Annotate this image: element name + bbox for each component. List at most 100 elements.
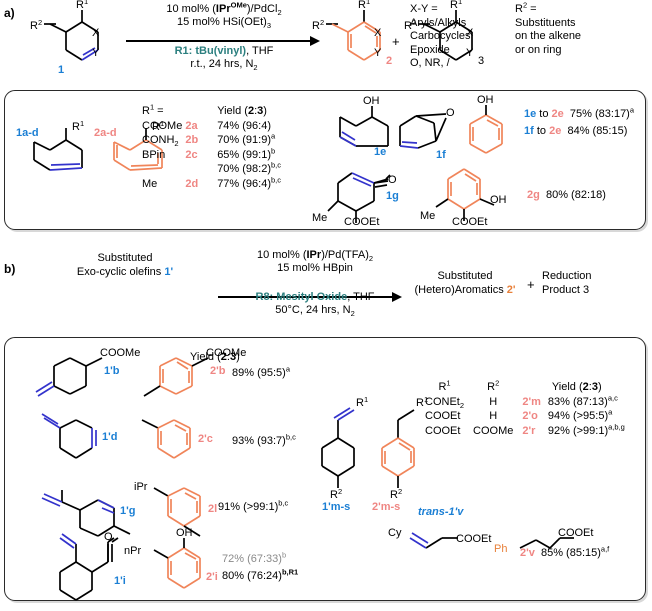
- svg-text:1g: 1g: [386, 190, 399, 202]
- panel-b-structure-2pi: OH nPr 2'i: [124, 527, 252, 609]
- panel-b-yield-row-3b: 80% (76:24)b,R1: [222, 567, 299, 582]
- ms-row-1-id: 2'o: [522, 410, 538, 423]
- ms-row-1-r1: COOEt: [425, 410, 461, 423]
- cond-b-line1: 10 mol% (IPr)/Pd(TFA)2: [256, 249, 374, 264]
- svg-text:2'c: 2'c: [198, 433, 213, 445]
- svg-text:2'i: 2'i: [206, 571, 218, 583]
- scheme-a-arrow: [126, 36, 322, 47]
- svg-text:1: 1: [84, 0, 88, 6]
- svg-text:COOEt: COOEt: [558, 527, 593, 539]
- scheme-a-substrate: R 1 R 2 X Y 1: [30, 0, 140, 83]
- panel-b-structure-1pd: 1'd: [26, 410, 134, 485]
- svg-text:X: X: [92, 27, 100, 39]
- svg-text:1'd: 1'd: [102, 431, 117, 443]
- panel-a-structure-1f: O 1f: [392, 96, 478, 171]
- scheme-a-plus: +: [392, 34, 400, 49]
- ms-row-2-r2: COOMe: [473, 424, 514, 437]
- svg-text:OH: OH: [477, 94, 494, 106]
- panel-b-structure-1pms: R 1 R 2: [292, 388, 402, 501]
- scheme-b-right-line1: Substituted: [437, 270, 493, 282]
- svg-text:COOEt: COOEt: [344, 216, 379, 228]
- legend-xy-item-1: Carbocycles: [410, 30, 471, 43]
- legend-r2-title: R2 =: [515, 0, 537, 15]
- table-row: Me 2d 77% (96:4)b,c: [142, 174, 284, 192]
- svg-text:1'i: 1'i: [114, 575, 126, 587]
- svg-text:O: O: [104, 531, 113, 543]
- svg-text:1e: 1e: [374, 146, 386, 158]
- svg-text:R: R: [72, 121, 80, 133]
- row-4-yield: 77% (96:4)b,c: [217, 174, 282, 190]
- svg-text:2a-d: 2a-d: [94, 127, 117, 139]
- svg-text:2l: 2l: [208, 503, 217, 515]
- svg-text:1: 1: [364, 395, 368, 404]
- svg-text:R: R: [152, 121, 160, 133]
- legend-xy-title: X-Y =: [410, 3, 438, 15]
- row-4-id: 2d: [185, 177, 199, 190]
- panel-a-right-yields: 1e to 2e 75% (83:17)a 1f to 2e 84% (85:1…: [524, 106, 634, 139]
- col-header-yield: Yield (2:3): [217, 105, 267, 117]
- panel-a-structure-2e: OH: [452, 93, 524, 170]
- ms-row-0-r1: CONEt2: [425, 395, 465, 410]
- row-4-r1: Me: [142, 177, 158, 190]
- scheme-a-conditions-top: 10 mol% (IPrOMe)/PdCl2 15 mol% HSi(OEt)3: [124, 0, 324, 29]
- svg-text:Y: Y: [374, 47, 382, 59]
- scheme-b-left-line1: Substituted: [97, 252, 153, 264]
- panel-b-ms-table: R1 R2 Yield (2:3) CONEt2 H 2'm 83% (87:1…: [425, 379, 628, 439]
- svg-text:R: R: [356, 397, 364, 409]
- table-row: CONEt2 H 2'm 83% (87:13)a,c: [425, 394, 628, 410]
- panel-b-yield-row-2: 91% (>99:1)b,c: [218, 498, 289, 513]
- panel-a-table: R1 = Yield (2:3) COOMe 2a 74% (96:4) CON…: [142, 103, 284, 192]
- svg-text:1f: 1f: [436, 149, 446, 161]
- svg-text:2: 2: [398, 487, 402, 496]
- panel-a-2g-yield: 2g 80% (82:18): [527, 189, 606, 201]
- panel-b-yield-row-3a: 72% (67:33)b: [222, 550, 287, 565]
- row-2-id: 2c: [185, 148, 198, 161]
- svg-text:2: 2: [338, 487, 342, 496]
- panel-a-structure-1e: OH 1e: [330, 93, 410, 170]
- scheme-a-conditions-bottom: R1: tBu(vinyl), THF r.t., 24 hrs, N2: [124, 45, 324, 71]
- table-row: COOEt COOMe 2'r 92% (>99:1)a,b,g: [425, 423, 628, 439]
- scheme-a-product2: R 1 R 2 X Y 2: [312, 0, 422, 83]
- ms-col-yield: Yield (2:3): [551, 381, 602, 393]
- panel-b-yield-row-0: 89% (95:5)a: [232, 364, 290, 379]
- svg-text:nPr: nPr: [124, 545, 141, 557]
- svg-text:1: 1: [80, 119, 84, 128]
- scheme-b-left-line2: Exo-cyclic olefins 1': [76, 265, 174, 278]
- svg-text:O: O: [446, 107, 455, 119]
- ms-row-2-id: 2'r: [522, 424, 536, 437]
- legend-r2-item-2: or on ring: [515, 43, 562, 56]
- cond-b-line3: R8: Mesityl Oxide, THF: [255, 291, 375, 303]
- svg-text:iPr: iPr: [134, 481, 148, 493]
- svg-text:3: 3: [478, 55, 484, 67]
- ms-row-0-r2: H: [489, 395, 498, 408]
- panel-b-structure-1pv: Cy COOEt: [388, 520, 506, 571]
- yield-row-1f: 1f to 2e 84% (85:15): [524, 124, 628, 137]
- svg-text:2: 2: [386, 55, 392, 67]
- svg-text:1: 1: [160, 119, 164, 128]
- svg-text:R: R: [450, 0, 458, 11]
- table-row: CONH2 2b 70% (91:9)a: [142, 131, 284, 148]
- panel-b-structure-1pg: 1'g: [26, 480, 146, 553]
- ms-row-2-r1: COOEt: [425, 424, 461, 437]
- scheme-b-right2-text: Reduction Product 3: [542, 270, 592, 298]
- cond-b-line4: 50°C, 24 hrs, N2: [275, 303, 355, 319]
- section-a-label: a): [4, 6, 15, 20]
- svg-text:1a-d: 1a-d: [16, 127, 39, 139]
- panel-b-label-2pms: 2'm-s: [372, 501, 401, 513]
- table-row: BPin 2c 65% (99:1)b: [142, 147, 284, 163]
- svg-text:COOMe: COOMe: [100, 347, 140, 359]
- svg-text:Ph: Ph: [494, 543, 507, 555]
- svg-text:Cy: Cy: [388, 527, 402, 539]
- panel-b-structure-2l: iPr 2l: [132, 478, 242, 551]
- legend-xy-item-3: O, NR, /: [410, 57, 450, 70]
- panel-a-substrate-1ad: 1a-d R 1: [14, 118, 106, 203]
- row-1-yield: 70% (91:9)a: [217, 131, 276, 147]
- table-row: COOEt H 2'o 94% (>95:5)a: [425, 408, 628, 424]
- ms-table-header-row: R1 R2 Yield (2:3): [425, 379, 628, 395]
- panel-b-structure-2pb: COOMe 2'b: [132, 342, 246, 413]
- cond-b-line2: 15 mol% HBpin: [277, 261, 353, 274]
- scheme-b-arrow: [218, 292, 408, 303]
- table-row: 70% (98:2)b,c: [142, 161, 284, 177]
- cond-a-line1: 10 mol% (IPrOMe)/PdCl2: [166, 0, 282, 18]
- legend-r2-item-1: on the alkene: [515, 30, 582, 43]
